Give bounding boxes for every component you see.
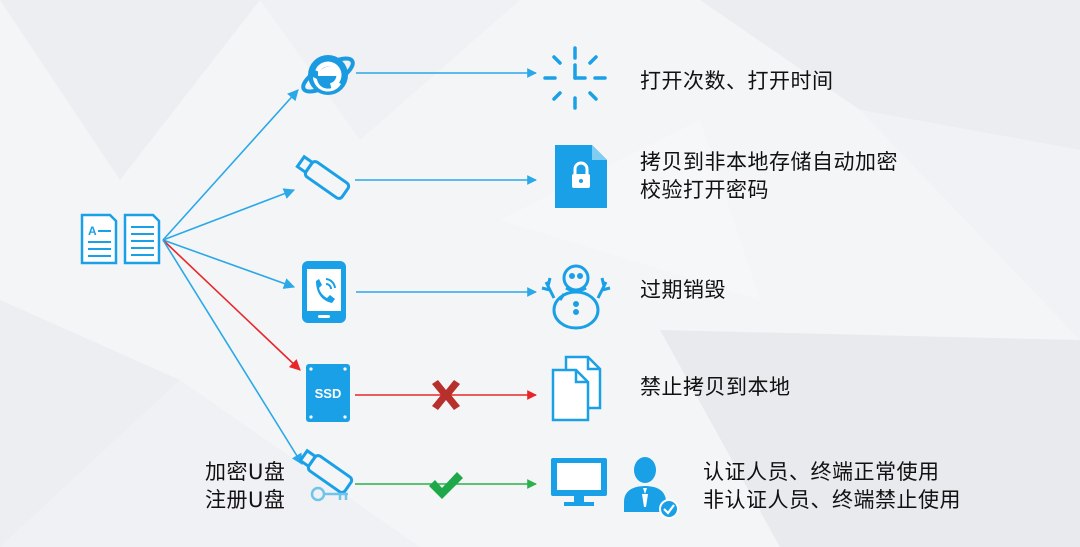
clock-icon	[543, 46, 607, 110]
arrow-to-ssd	[162, 239, 301, 371]
green-check-icon	[429, 472, 463, 499]
label-no-local-copy: 禁止拷贝到本地	[640, 375, 791, 399]
arrow-to-phone	[162, 239, 296, 289]
mobile-phone-icon	[302, 261, 346, 323]
label-auto-encrypt: 拷贝到非本地存储自动加密 校验打开密码	[640, 150, 898, 202]
locked-file-icon	[555, 145, 607, 208]
label-encrypted-usb: 加密U盘 注册U盘	[205, 460, 286, 512]
documents-icon: A	[80, 213, 161, 265]
arrow-to-ie	[162, 89, 299, 241]
ssd-label: SSD	[315, 386, 342, 401]
red-x-icon	[432, 380, 460, 410]
svg-text:A: A	[88, 224, 97, 238]
usb-drive-icon	[295, 154, 351, 200]
arrow-to-encrypted-usb	[162, 239, 303, 465]
monitor-user-icon	[551, 457, 679, 519]
copy-files-icon	[551, 355, 602, 422]
label-expire-destroy: 过期销毁	[640, 278, 726, 302]
ssd-drive-icon: SSD	[306, 364, 350, 422]
snowman-icon	[541, 264, 611, 330]
internet-explorer-icon	[301, 55, 355, 95]
encrypted-usb-icon	[298, 448, 354, 502]
arrow-to-usb	[162, 188, 296, 241]
label-open-count: 打开次数、打开时间	[640, 69, 834, 93]
label-auth-usage: 认证人员、终端正常使用 非认证人员、终端禁止使用	[703, 460, 961, 512]
